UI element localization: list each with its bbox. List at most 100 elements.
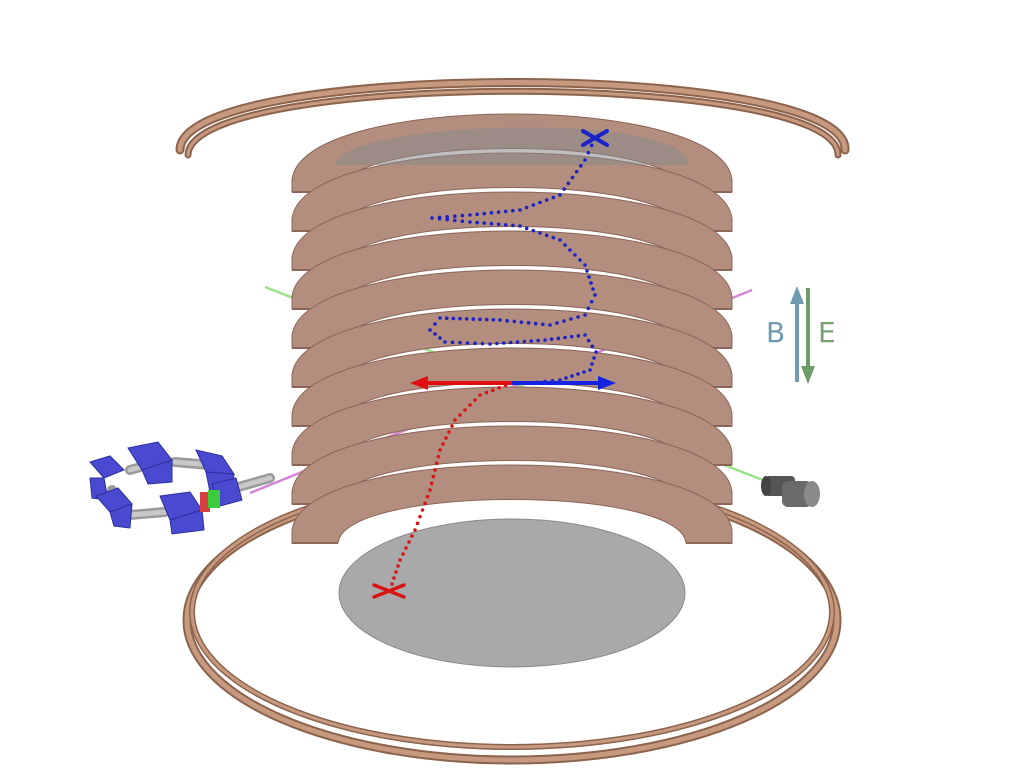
trajectory-dot xyxy=(503,223,508,227)
trajectory-dot xyxy=(515,340,520,344)
trajectory-dot xyxy=(563,243,567,247)
trajectory-dot xyxy=(562,187,566,191)
trajectory-dot xyxy=(551,235,556,240)
trajectory-dot xyxy=(423,501,427,506)
trajectory-dot xyxy=(526,321,531,325)
trajectory-dot xyxy=(518,208,522,212)
trajectory-dot xyxy=(519,320,524,324)
trajectory-dot xyxy=(590,344,595,349)
trajectory-dot xyxy=(450,340,455,345)
trajectory-dot xyxy=(418,514,422,519)
trajectory-dot xyxy=(407,540,411,544)
top-coil xyxy=(175,78,850,159)
trajectory-dot xyxy=(468,403,472,407)
trajectory-dot xyxy=(394,570,398,574)
b-field-arrow xyxy=(790,286,804,382)
trajectory-dot xyxy=(563,335,567,340)
trajectory-dot xyxy=(478,317,482,322)
trajectory-dot xyxy=(518,224,522,228)
trajectory-dot xyxy=(491,317,496,322)
trajectory-dot xyxy=(445,215,450,219)
trajectory-dot xyxy=(473,341,477,346)
trajectory-dot xyxy=(401,552,405,556)
trajectory-dot xyxy=(555,321,559,325)
trajectory-dot xyxy=(404,546,408,550)
trajectory-dot xyxy=(524,205,529,210)
blue-arrow xyxy=(512,376,616,390)
trajectory-dot xyxy=(447,430,451,434)
red-arrow xyxy=(410,376,512,390)
trajectory-dot xyxy=(413,528,417,532)
trajectory-dot xyxy=(465,341,470,345)
trajectory-dot xyxy=(511,223,515,228)
trajectory-dot xyxy=(586,306,591,311)
trajectory-dot xyxy=(576,315,580,319)
trajectory-dot xyxy=(428,328,432,332)
end-x-marker xyxy=(372,583,406,599)
trajectory-dot xyxy=(430,216,434,220)
trajectory-dot xyxy=(576,334,581,338)
trajectory-dot xyxy=(480,341,485,346)
trajectory-dot xyxy=(533,321,538,326)
trajectory-dot xyxy=(484,390,489,395)
trajectory-dot xyxy=(398,558,402,562)
red-trajectory xyxy=(390,381,514,586)
electrode-ring xyxy=(291,191,733,271)
trajectory-dot xyxy=(473,398,477,402)
trajectory-dot xyxy=(583,313,587,317)
trajectory-dot xyxy=(586,338,591,343)
trajectory-dot xyxy=(489,221,494,226)
trajectory-dot xyxy=(585,269,589,273)
trajectory-dot xyxy=(583,158,587,162)
trajectory-dot xyxy=(551,195,556,200)
trajectory-dot xyxy=(524,226,529,231)
trajectory-dot xyxy=(582,370,586,374)
electrode-ring xyxy=(291,269,733,349)
trajectory-dot xyxy=(433,332,437,336)
trajectory-dot xyxy=(458,413,462,417)
trajectory-dot xyxy=(590,362,594,366)
trajectory-dot xyxy=(396,564,400,568)
trajectory-dot xyxy=(438,336,442,340)
trajectory-dot xyxy=(484,317,489,322)
trajectory-dot xyxy=(434,461,439,466)
trajectory-dot xyxy=(392,576,396,580)
start-x-marker xyxy=(581,129,609,147)
trajectory-dot xyxy=(460,213,465,218)
trajectory-dot xyxy=(564,376,568,380)
trajectory-dot xyxy=(464,317,469,321)
trajectory-dot xyxy=(489,211,494,215)
electrode-ring-stack xyxy=(291,113,733,544)
trajectory-dot xyxy=(589,299,594,304)
trajectory-dot xyxy=(491,388,495,393)
trajectory-dot xyxy=(588,368,592,372)
trajectory-dot xyxy=(536,338,540,343)
trajectory-dot xyxy=(441,442,445,446)
trajectory-dot xyxy=(438,448,442,452)
trajectory-dot xyxy=(531,228,536,233)
trajectory-dot xyxy=(569,334,574,339)
trajectory-dot xyxy=(570,374,574,378)
trajectory-dot xyxy=(458,340,462,345)
trajectory-dot xyxy=(548,323,552,327)
electrode-ring xyxy=(291,386,733,466)
e-field-arrow xyxy=(801,288,815,384)
trajectory-dot xyxy=(498,318,502,322)
trajectory-dot xyxy=(574,169,579,174)
trajectory-dot xyxy=(390,582,394,586)
trajectory-dot xyxy=(589,281,593,285)
trajectory-dot xyxy=(443,340,447,344)
trajectory-dot xyxy=(558,238,562,242)
trajectory-dot xyxy=(543,338,547,342)
trajectory-dot xyxy=(453,218,457,223)
trajectory-dot xyxy=(488,342,492,346)
trajectory-dot xyxy=(544,233,549,238)
trajectory-dot xyxy=(463,408,467,412)
trajectory-dot xyxy=(429,481,434,486)
detector-cylinder-icon xyxy=(761,476,820,507)
electrode-ring xyxy=(291,230,733,310)
trajectory-dot xyxy=(410,534,414,538)
trajectory-dot xyxy=(586,150,591,155)
trajectory-dot xyxy=(438,316,442,320)
